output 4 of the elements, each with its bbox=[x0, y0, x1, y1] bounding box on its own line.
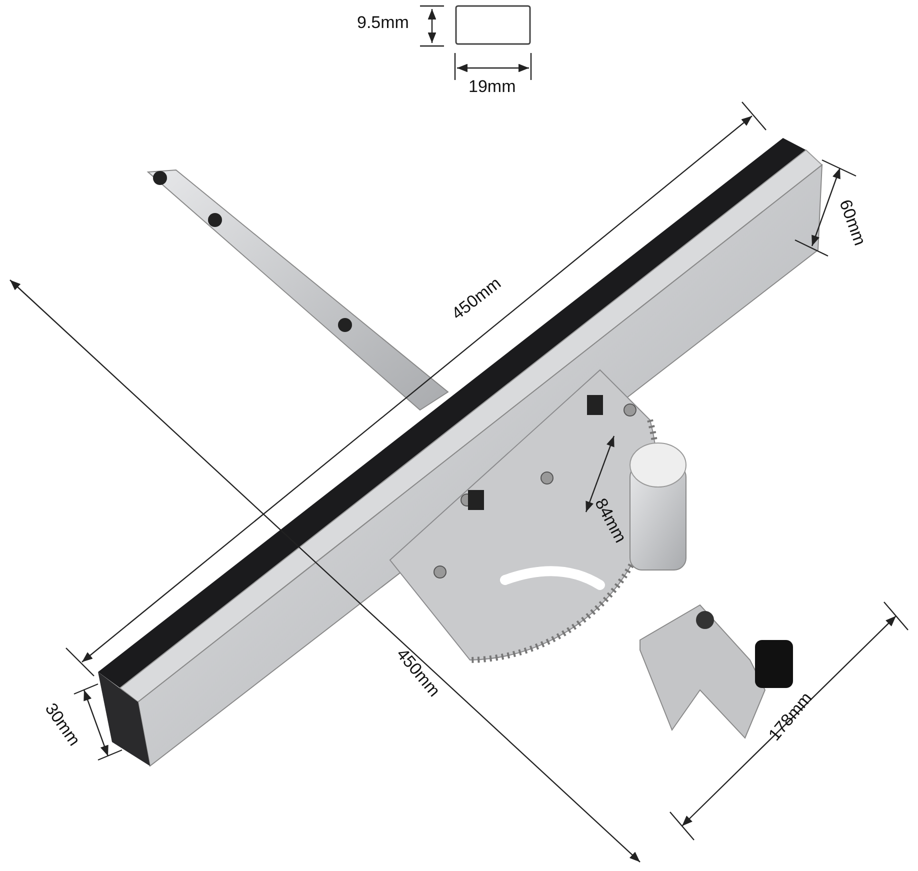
dimension-label: 9.5mm bbox=[357, 14, 409, 30]
dimension-label: 19mm bbox=[468, 78, 516, 94]
dimension-label: 60mm bbox=[836, 196, 868, 248]
dimension-label: 84mm bbox=[592, 495, 629, 545]
